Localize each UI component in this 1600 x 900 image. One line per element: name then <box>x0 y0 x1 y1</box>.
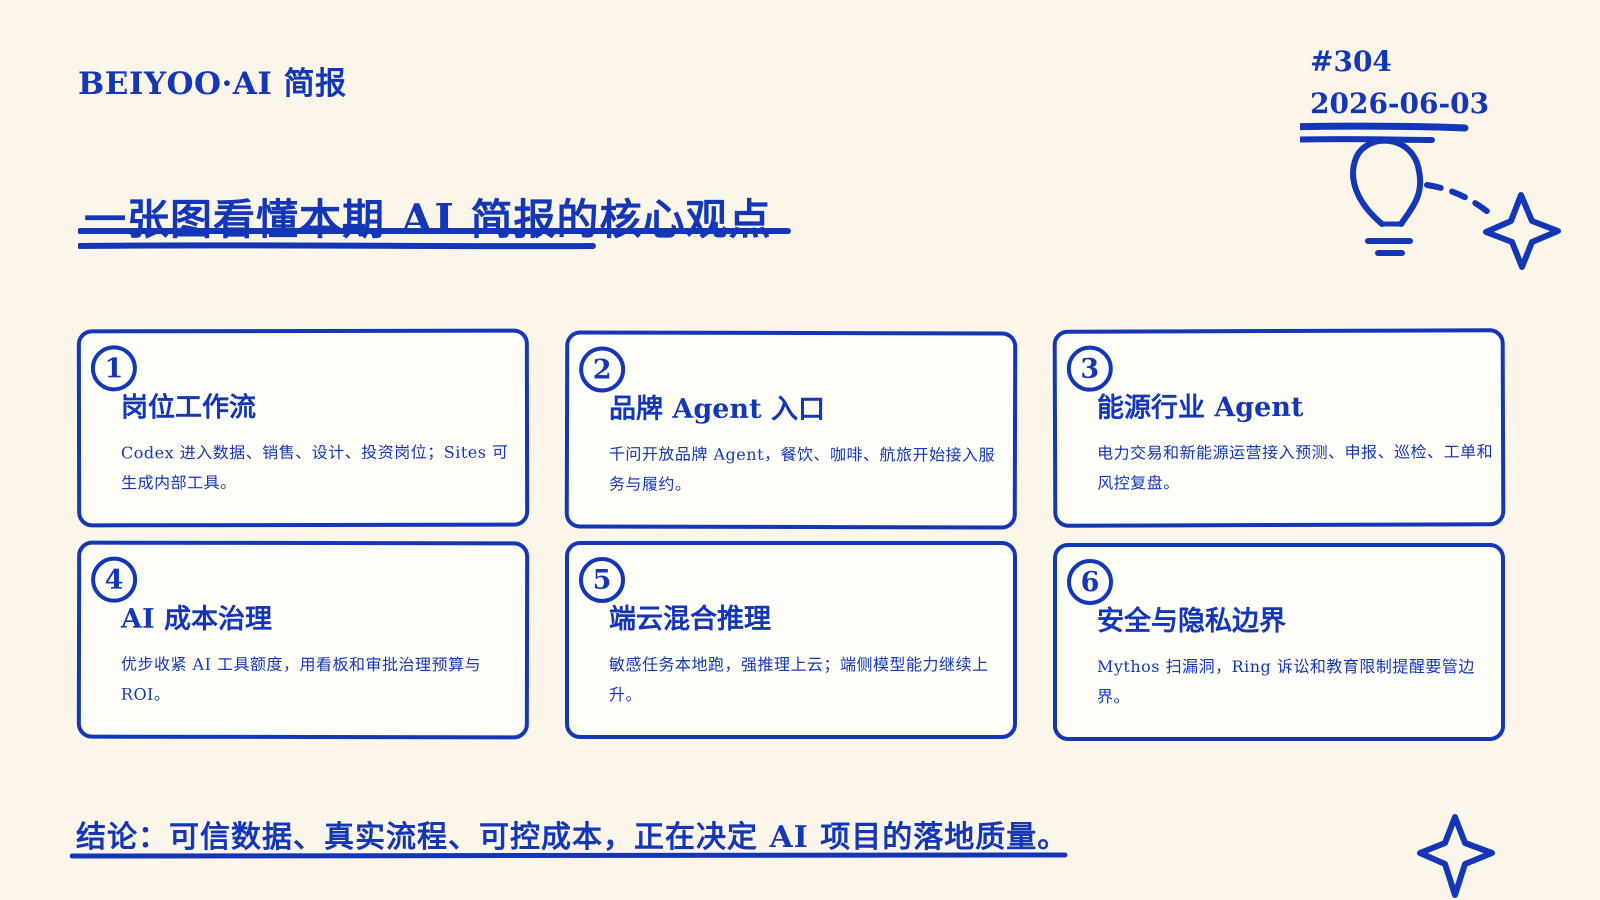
viewpoint-card-4: 4 AI 成本治理 优步收紧 AI 工具额度，用看板和审批治理预算与 ROI。 <box>76 540 530 740</box>
viewpoint-card-5: 5 端云混合推理 敏感任务本地跑，强推理上云；端侧模型能力继续上升。 <box>565 541 1017 739</box>
card-description: 敏感任务本地跑，强推理上云；端侧模型能力继续上升。 <box>609 655 989 704</box>
card-number-badge: 5 <box>579 557 625 603</box>
card-title: 品牌 Agent 入口 <box>609 393 826 426</box>
sparkle-icon <box>1417 814 1495 898</box>
lightbulb-icon <box>1300 122 1491 256</box>
page-title: 一张图看懂本期 AI 简报的核心观点 <box>84 195 772 245</box>
card-title: AI 成本治理 <box>121 603 273 635</box>
issue-info: #304 2026-06-03 <box>1310 41 1489 125</box>
viewpoint-card-2: 2 品牌 Agent 入口 千问开放品牌 Agent，餐饮、咖啡、航旅开始接入服… <box>564 330 1018 530</box>
card-number-badge: 2 <box>579 346 626 393</box>
brand-logo-text: BEIYOO·AI 简报 <box>78 66 347 102</box>
viewpoint-card-6: 6 安全与隐私边界 Mythos 扫漏洞，Ring 诉讼和教育限制提醒要管边界。 <box>1053 543 1505 741</box>
card-title: 端云混合推理 <box>609 604 771 635</box>
viewpoint-card-1: 1 岗位工作流 Codex 进入数据、销售、设计、投资岗位；Sites 可生成内… <box>76 328 530 528</box>
lightbulb-sparkle-decoration <box>1300 122 1561 270</box>
card-title: 能源行业 Agent <box>1096 391 1304 424</box>
card-number-badge: 6 <box>1067 559 1113 605</box>
card-number-badge: 3 <box>1066 345 1113 392</box>
card-description: Codex 进入数据、销售、设计、投资岗位；Sites 可生成内部工具。 <box>121 442 509 493</box>
card-number-badge: 1 <box>90 345 137 392</box>
issue-number: #304 <box>1310 45 1392 78</box>
sparkle-icon <box>1483 192 1561 270</box>
viewpoint-card-3: 3 能源行业 Agent 电力交易和新能源运营接入预测、申报、巡检、工单和风控复… <box>1052 328 1506 528</box>
card-description: 千问开放品牌 Agent，餐饮、咖啡、航旅开始接入服务与履约。 <box>608 444 996 494</box>
card-description: 电力交易和新能源运营接入预测、申报、巡检、工单和风控复盘。 <box>1097 442 1494 493</box>
card-title: 岗位工作流 <box>120 392 256 424</box>
conclusion-text: 结论：可信数据、真实流程、可控成本，正在决定 AI 项目的落地质量。 <box>76 820 1069 855</box>
issue-date: 2026-06-03 <box>1310 87 1490 120</box>
card-description: 优步收紧 AI 工具额度，用看板和审批治理预算与 ROI。 <box>120 654 482 704</box>
card-number-badge: 4 <box>91 556 138 603</box>
card-description: Mythos 扫漏洞，Ring 诉讼和教育限制提醒要管边界。 <box>1097 657 1475 706</box>
card-title: 安全与隐私边界 <box>1097 606 1286 637</box>
